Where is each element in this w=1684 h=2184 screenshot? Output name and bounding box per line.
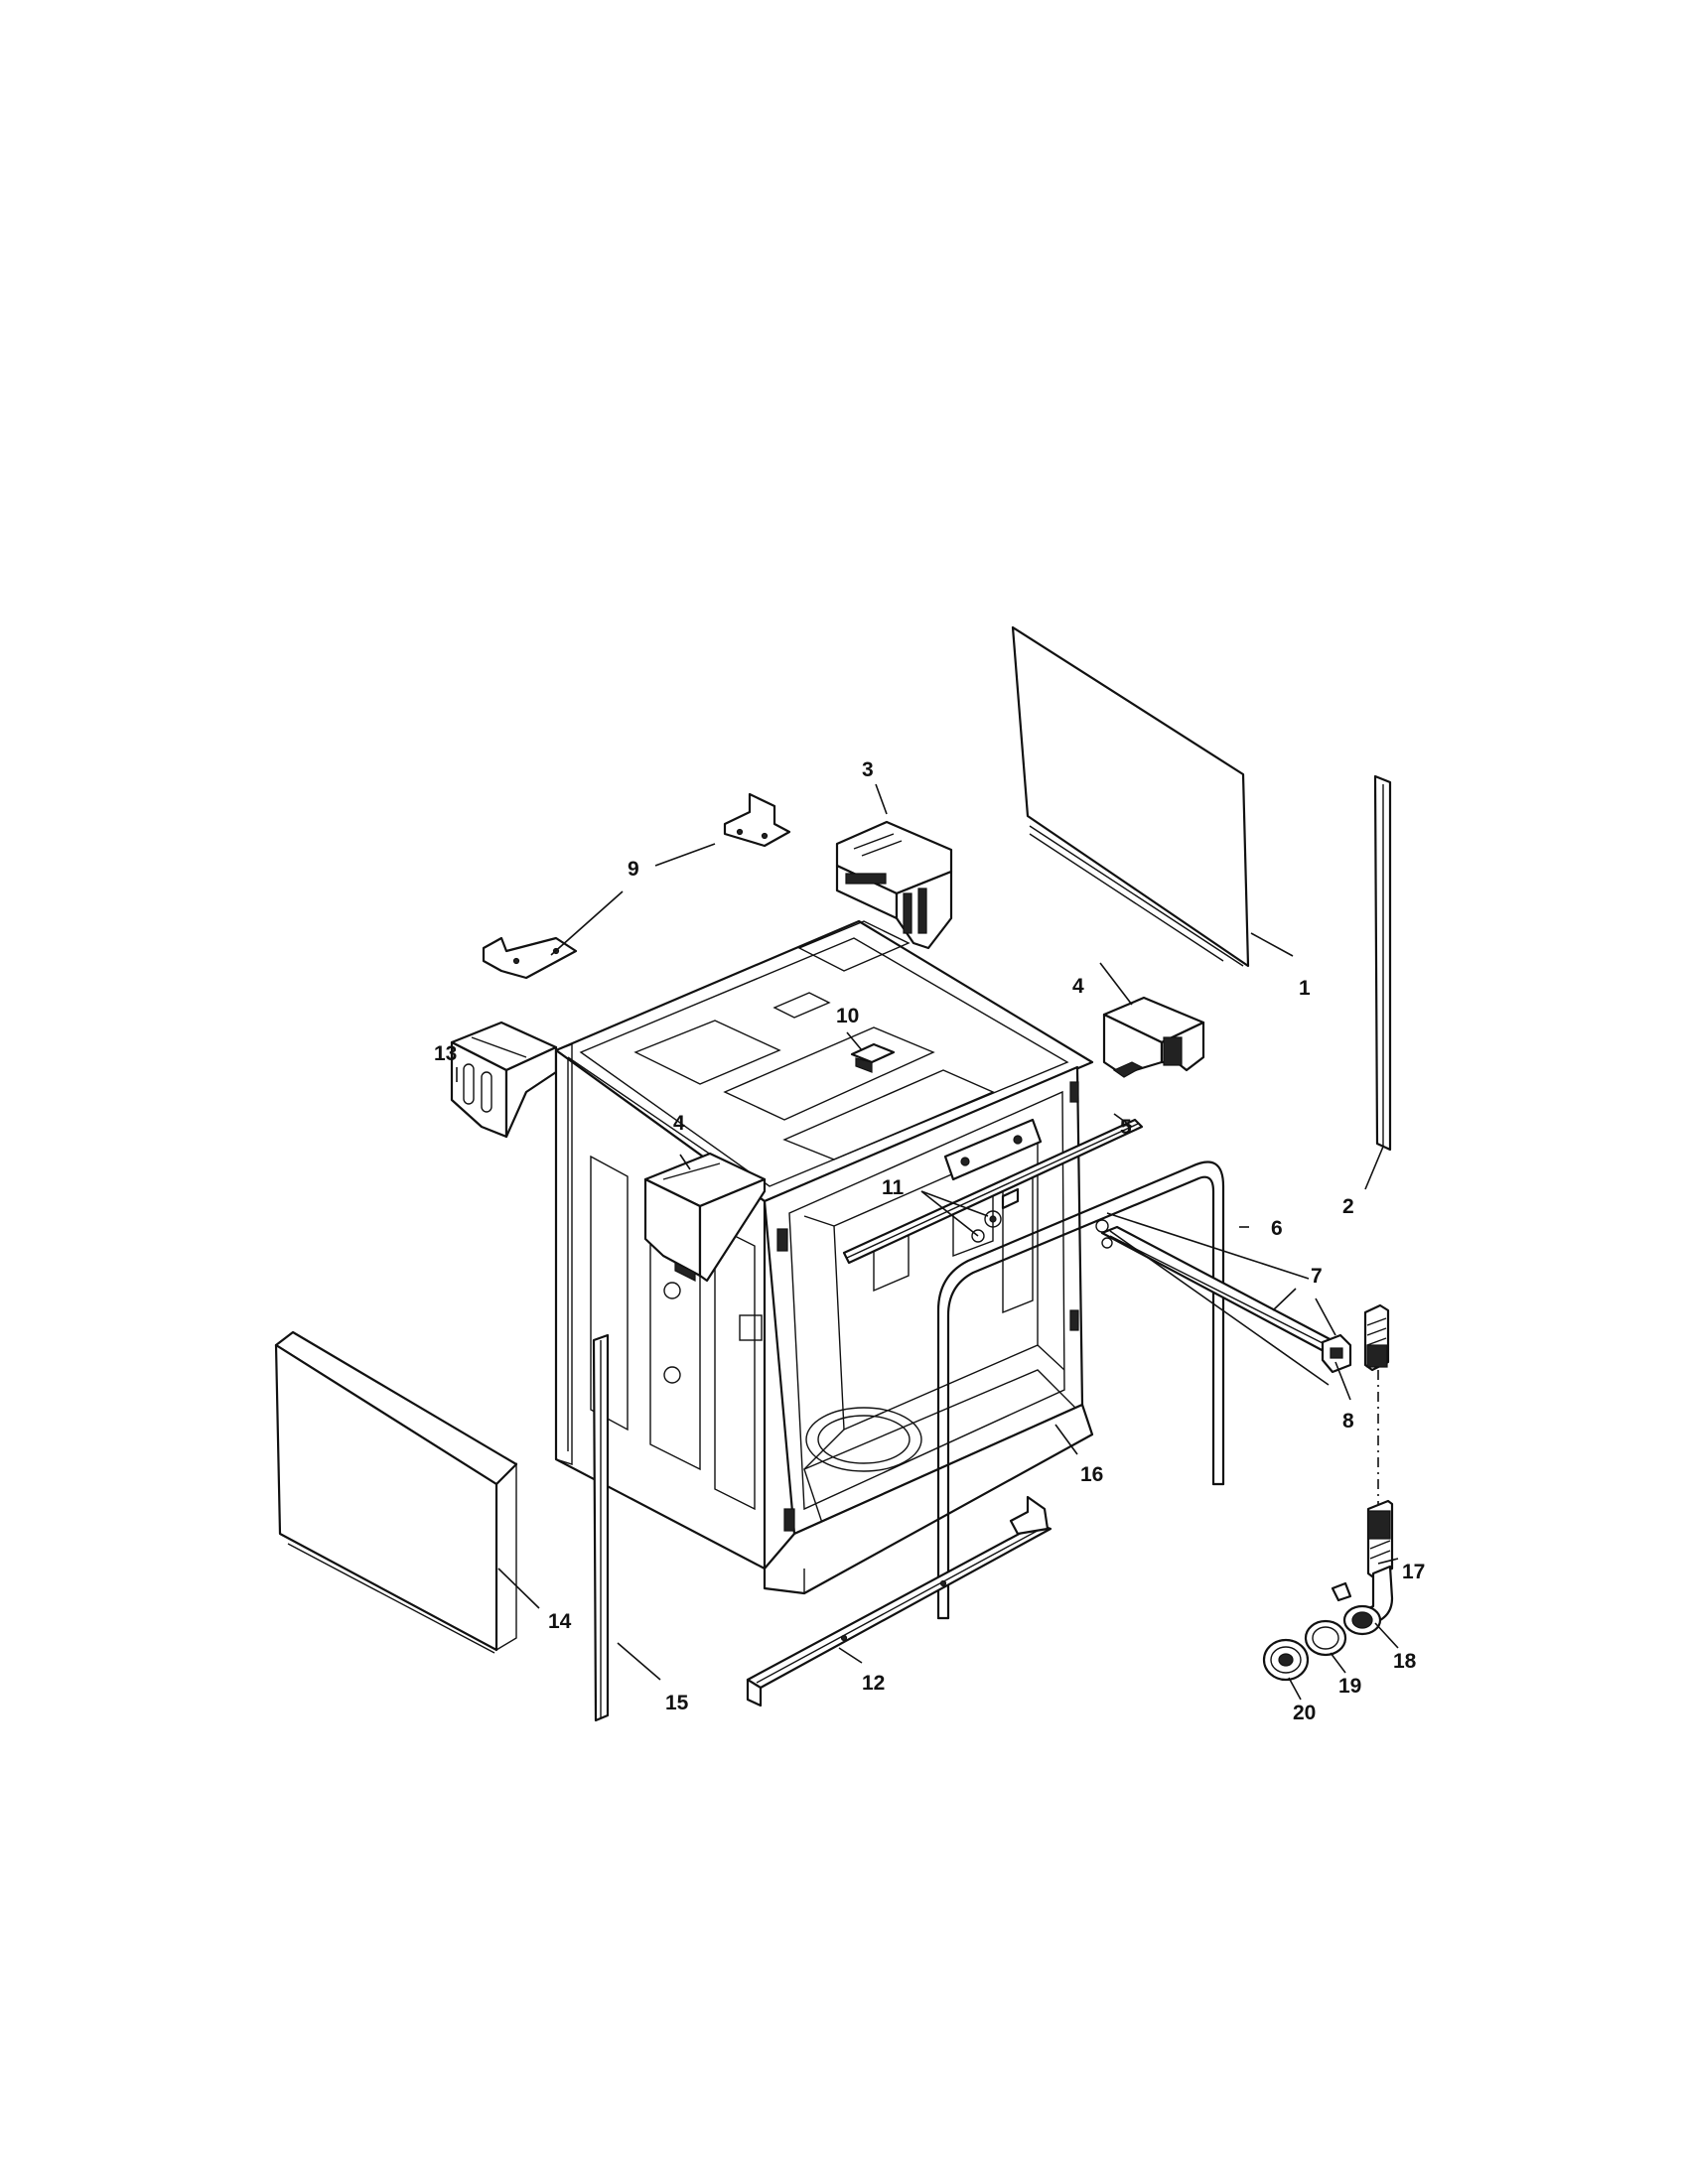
- part-9-brackets: [482, 792, 791, 980]
- callout-labels: 1 2 3 4 4 5 6 7 8 9 10 11 12 13 14 15 16…: [434, 758, 1425, 1724]
- part-4-left-cover-bracket: [643, 1152, 767, 1283]
- callout-8: 8: [1342, 1410, 1354, 1433]
- part-6-door-seal: [936, 1160, 1225, 1620]
- callout-12: 12: [862, 1672, 885, 1695]
- callout-2: 2: [1342, 1195, 1354, 1218]
- part-18-elbow-fitting: [1331, 1565, 1394, 1636]
- part-4-right-cover-bracket: [1102, 996, 1205, 1078]
- part-2-side-trim-strip: [1373, 774, 1392, 1152]
- part-14-toe-kick-panel: [274, 1330, 518, 1654]
- callout-5: 5: [1120, 1116, 1132, 1139]
- callout-18: 18: [1393, 1650, 1417, 1673]
- part-5-upper-rail: [842, 1118, 1144, 1265]
- callout-3: 3: [862, 758, 874, 781]
- callout-13: 13: [434, 1042, 457, 1065]
- callout-6: 6: [1271, 1217, 1283, 1240]
- part-12-bottom-rail: [746, 1495, 1052, 1707]
- callout-1: 1: [1299, 977, 1311, 1000]
- leader-lines: [456, 783, 1399, 1701]
- callout-4-right: 4: [1072, 975, 1084, 998]
- part-17-hose-fitting: [1363, 1303, 1394, 1578]
- part-15-seal-strip: [592, 1333, 610, 1722]
- callout-9: 9: [628, 858, 639, 881]
- part-7-hose: [1095, 1219, 1352, 1374]
- callout-11: 11: [882, 1176, 905, 1199]
- callout-7: 7: [1311, 1265, 1323, 1288]
- callout-14: 14: [548, 1610, 572, 1633]
- part-3-mounting-bracket: [835, 820, 953, 950]
- callout-19: 19: [1338, 1675, 1361, 1698]
- part-10-top-clip: [850, 1042, 896, 1073]
- callout-20: 20: [1293, 1702, 1316, 1724]
- callout-15: 15: [665, 1692, 689, 1714]
- part-1-rear-panel: [1011, 625, 1250, 968]
- callout-16: 16: [1080, 1463, 1103, 1486]
- part-13-side-bracket: [450, 1021, 558, 1139]
- part-20-drain-cap: [1262, 1638, 1310, 1682]
- callout-10: 10: [836, 1005, 859, 1027]
- part-19-o-ring: [1304, 1619, 1347, 1657]
- callout-17: 17: [1402, 1561, 1425, 1583]
- callout-4-left: 4: [673, 1112, 685, 1135]
- part-11-rail-brackets: [943, 1118, 1043, 1243]
